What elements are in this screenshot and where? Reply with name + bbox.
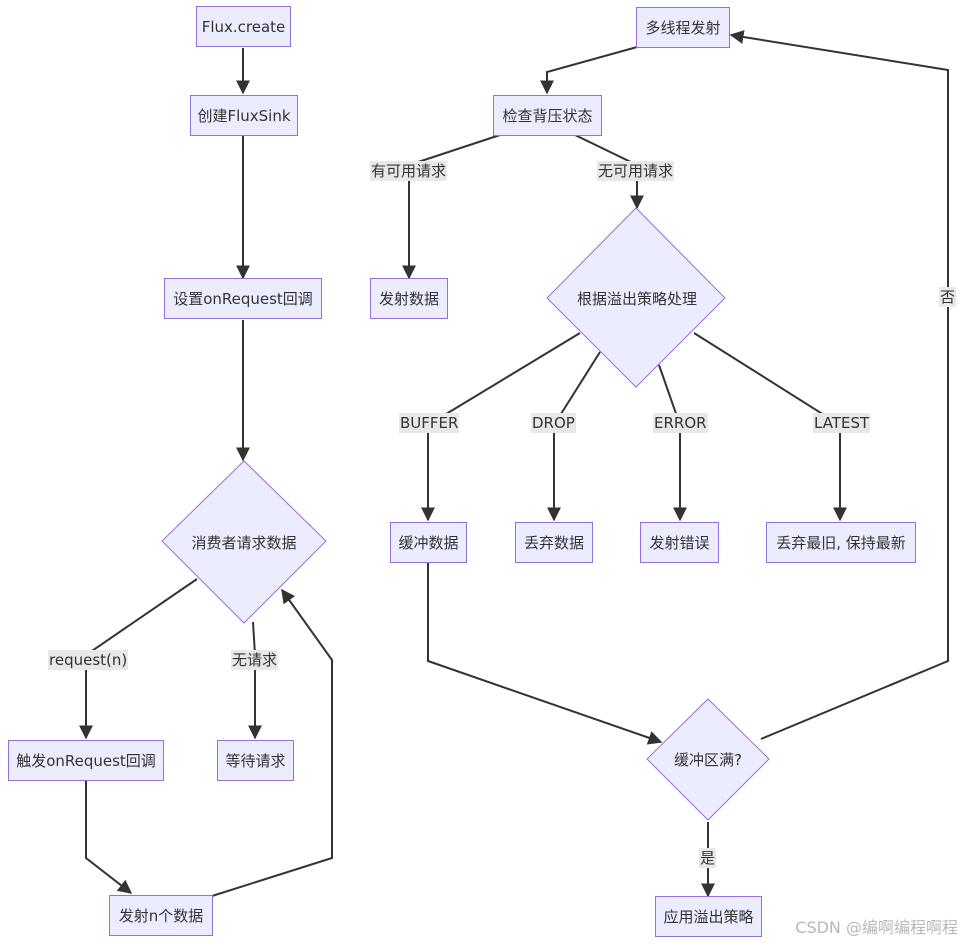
- diamond-consumer-request: [161, 460, 327, 624]
- edge-check-to-emitdata: [402, 134, 501, 280]
- node-flux-create: Flux.create: [196, 6, 291, 47]
- edge-label-no-request: 无请求: [231, 650, 279, 670]
- node-apply-overflow-strategy: 应用溢出策略: [655, 896, 762, 937]
- node-emit-data: 发射数据: [370, 278, 448, 319]
- edge-label-latest: LATEST: [813, 413, 871, 433]
- edge-label-request-n: request(n): [48, 650, 129, 670]
- diamond-overflow-strategy: [546, 207, 726, 388]
- edge-label-yes: 是: [699, 848, 717, 868]
- edge-label-no-available-request: 无可用请求: [597, 161, 675, 181]
- node-trigger-onrequest-callback: 触发onRequest回调: [8, 740, 164, 781]
- watermark: CSDN @编啊编程啊程: [795, 918, 958, 937]
- node-buffer-full: 缓冲区满?: [674, 750, 742, 769]
- edge-buffer-to-full: [427, 563, 663, 745]
- node-create-fluxsink: 创建FluxSink: [190, 95, 298, 136]
- node-set-onrequest-callback: 设置onRequest回调: [164, 278, 322, 319]
- node-drop-oldest-keep-latest: 丢弃最旧, 保持最新: [766, 522, 916, 563]
- edge-consumer-to-wait: [248, 621, 262, 740]
- edge-label-buffer: BUFFER: [399, 413, 460, 433]
- node-drop-data: 丢弃数据: [515, 522, 593, 563]
- edge-full-to-multithread: [729, 30, 949, 740]
- edge-label-drop: DROP: [531, 413, 576, 433]
- node-emit-n-data: 发射n个数据: [109, 895, 213, 936]
- edge-strategy-to-error: [658, 364, 687, 522]
- edge-strategy-to-drop: [547, 351, 601, 522]
- edge-trigger-to-emitn: [85, 780, 133, 894]
- node-consumer-request-data: 消费者请求数据: [191, 533, 297, 552]
- node-buffer-data: 缓冲数据: [390, 522, 467, 563]
- edge-multithread-to-check: [540, 46, 638, 95]
- edge-label-has-request: 有可用请求: [370, 161, 448, 181]
- diamond-buffer-full: [646, 698, 770, 821]
- node-multi-thread-emit: 多线程发射: [636, 7, 730, 48]
- edge-label-no: 否: [939, 287, 957, 307]
- node-emit-error: 发射错误: [640, 522, 719, 563]
- edge-label-error: ERROR: [653, 413, 708, 433]
- node-overflow-strategy: 根据溢出策略处理: [576, 289, 697, 308]
- edge-emitn-to-consumer: [211, 588, 333, 897]
- node-wait-request: 等待请求: [217, 740, 294, 781]
- node-check-backpressure: 检查背压状态: [493, 95, 602, 136]
